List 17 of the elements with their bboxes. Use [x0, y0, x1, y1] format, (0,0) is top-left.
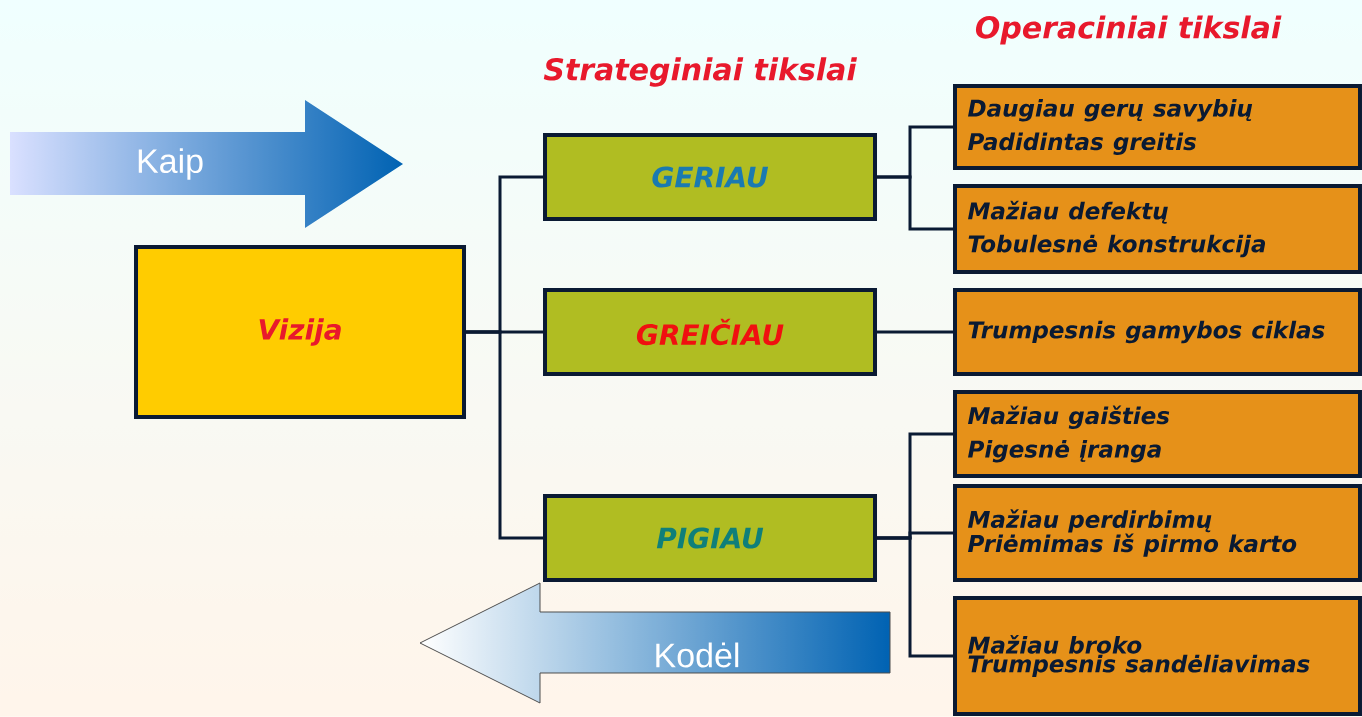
heading: Strateginiai tikslai [543, 57, 857, 87]
objective-box: Mažiau defektų Tobulesnė konstrukcija [953, 184, 1362, 274]
connector-line [877, 536, 953, 658]
connector-line [877, 175, 953, 231]
block-arrow: Kaip [138, 148, 203, 180]
objective-box: Mažiau broko Trumpesnis sandėliavimas [953, 596, 1362, 716]
vision-box: Vizija [134, 245, 466, 419]
objective-box: Trumpesnis gamybos ciklas [953, 288, 1362, 376]
goal-box: PIGIAU [543, 494, 877, 582]
goal-box: GERIAU [543, 133, 877, 221]
connector-line [877, 330, 953, 334]
heading: Operaciniai tikslai [975, 15, 1282, 45]
connector-line [466, 330, 543, 540]
objective-box: Daugiau gerų savybių Padidintas greitis [953, 84, 1362, 170]
objective-box: Mažiau gaišties Pigesnė įranga [953, 390, 1362, 478]
goal-box: GREIČIAU [543, 288, 877, 376]
objective-box: Mažiau perdirbimų Priėmimas iš pirmo karto [953, 484, 1362, 582]
